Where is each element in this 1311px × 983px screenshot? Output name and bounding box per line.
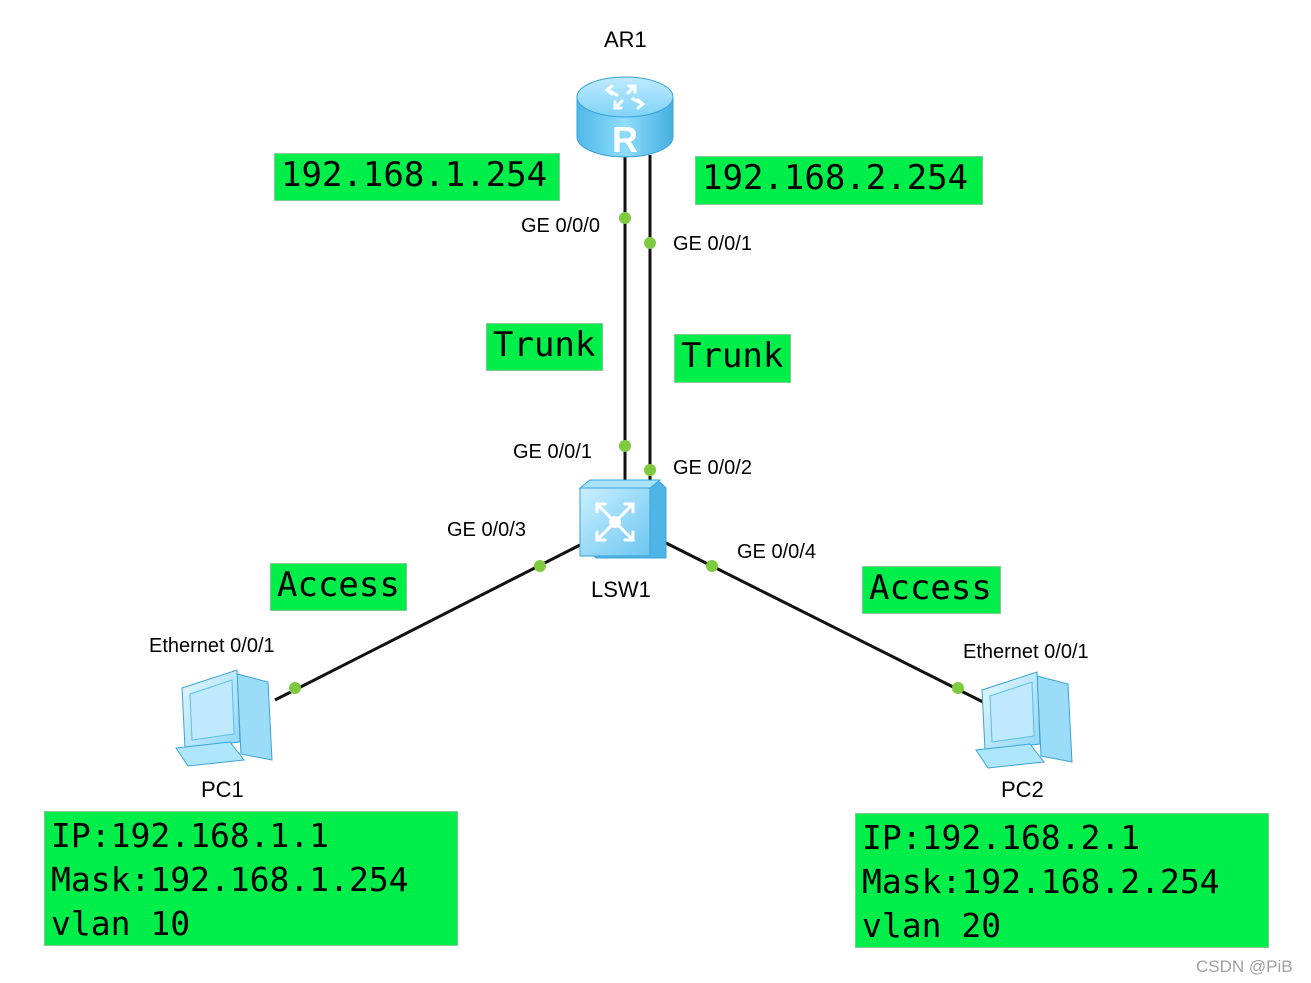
note-pc2-info: IP:192.168.2.1 Mask:192.168.2.254 vlan 2… <box>855 813 1269 948</box>
port-label-lsw1-ge001: GE 0/0/1 <box>513 441 592 463</box>
pc1-ip-line: IP:192.168.1.1 <box>51 816 330 855</box>
pc1-mask-line: Mask:192.168.1.254 <box>51 860 409 899</box>
pc2-vlan-line: vlan 20 <box>862 906 1002 945</box>
watermark: CSDN @PiB <box>1196 957 1293 976</box>
switch-label: LSW1 <box>591 577 651 602</box>
pc-icon[interactable] <box>175 669 273 767</box>
port-dot <box>644 237 656 249</box>
port-dot <box>619 440 631 452</box>
port-dot <box>952 682 964 694</box>
svg-text:R: R <box>612 119 638 160</box>
link-lsw1-pc2 <box>665 541 986 705</box>
note-trunk-right: Trunk <box>674 334 791 383</box>
port-label-pc1-eth: Ethernet 0/0/1 <box>149 635 275 657</box>
note-access-right: Access <box>862 566 1001 614</box>
pc-icon[interactable] <box>975 671 1073 769</box>
pc2-label: PC2 <box>1001 777 1044 802</box>
port-label-ar1-ge001: GE 0/0/1 <box>673 233 752 255</box>
pc1-label: PC1 <box>201 777 244 802</box>
port-label-lsw1-ge002: GE 0/0/2 <box>673 457 752 479</box>
port-label-lsw1-ge004: GE 0/0/4 <box>737 541 816 563</box>
switch-icon[interactable] <box>578 479 667 559</box>
pc1-vlan-line: vlan 10 <box>51 904 191 943</box>
links <box>274 155 986 705</box>
port-dot <box>289 682 301 694</box>
router-label: AR1 <box>604 27 647 52</box>
port-label-ar1-ge000: GE 0/0/0 <box>521 215 600 237</box>
port-dot <box>644 464 656 476</box>
note-access-left: Access <box>270 563 407 611</box>
port-dot <box>534 560 546 572</box>
port-label-lsw1-ge003: GE 0/0/3 <box>447 519 526 541</box>
link-lsw1-pc1 <box>274 543 581 702</box>
port-dot <box>619 212 631 224</box>
note-pc1-info: IP:192.168.1.1 Mask:192.168.1.254 vlan 1… <box>44 811 458 946</box>
pc2-mask-line: Mask:192.168.2.254 <box>862 862 1220 901</box>
port-label-pc2-eth: Ethernet 0/0/1 <box>963 641 1089 663</box>
note-ar1-ip-left: 192.168.1.254 <box>274 153 560 201</box>
note-ar1-ip-right: 192.168.2.254 <box>695 156 983 205</box>
port-dots <box>289 212 964 694</box>
pc2-ip-line: IP:192.168.2.1 <box>862 818 1141 857</box>
note-trunk-left: Trunk <box>486 323 603 371</box>
port-dot <box>706 560 718 572</box>
router-icon[interactable]: R <box>576 76 674 160</box>
